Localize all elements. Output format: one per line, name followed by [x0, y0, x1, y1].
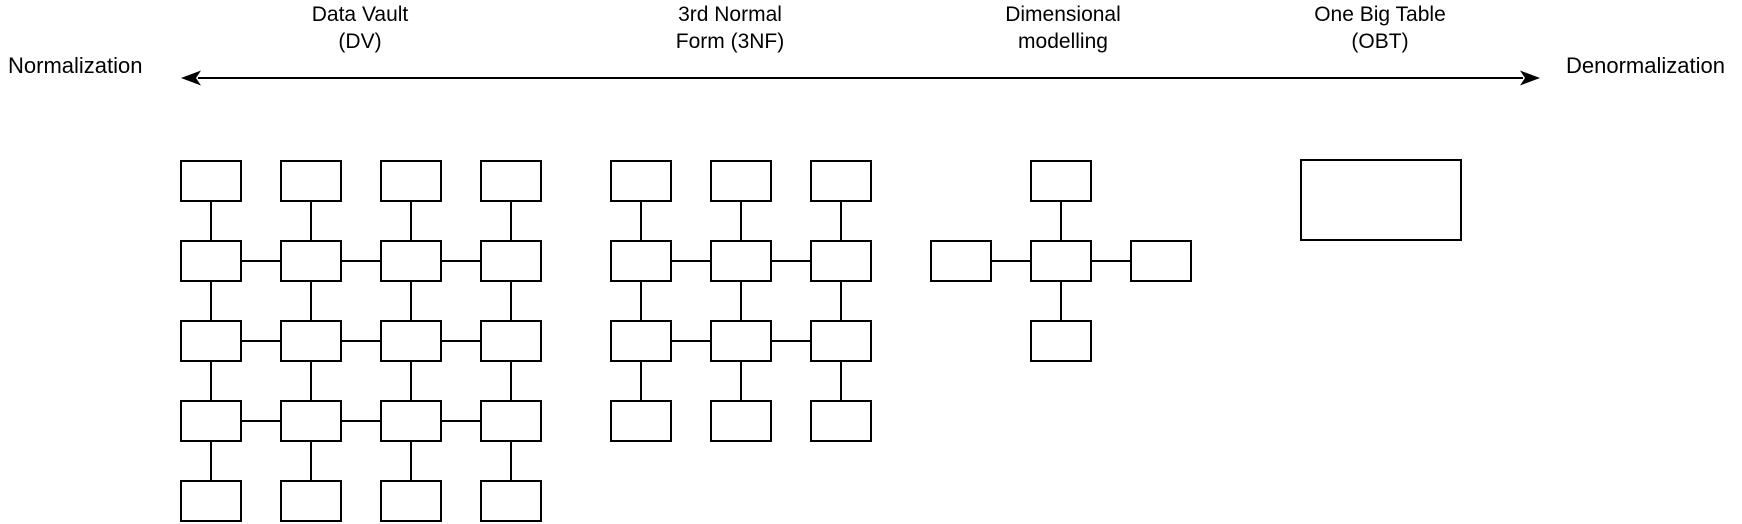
entity-box [610, 320, 672, 362]
method-label-dimensional: Dimensional modelling [1005, 1, 1121, 55]
entity-box [610, 400, 672, 442]
denormalization-label: Denormalization [1566, 53, 1725, 78]
method-label-line1: 3rd Normal [678, 3, 782, 26]
spectrum-arrow [181, 70, 1540, 86]
method-label-line1: Data Vault [311, 3, 409, 26]
entity-box [710, 320, 772, 362]
method-label-line2: Form (3NF) [675, 30, 785, 53]
entity-box [810, 400, 872, 442]
diagram-one-big-table [1300, 159, 1462, 241]
dimension-box-left [930, 240, 992, 282]
method-label-line2: modelling [1018, 30, 1108, 53]
entity-box [480, 320, 542, 362]
entity-box [480, 240, 542, 282]
fact-table-box [1030, 240, 1092, 282]
method-label-3nf: 3rd Normal Form (3NF) [676, 1, 785, 55]
entity-box [810, 240, 872, 282]
entity-box [280, 400, 342, 442]
diagram-3rd-normal [610, 160, 872, 442]
entity-box [280, 240, 342, 282]
entity-box [180, 480, 242, 522]
method-label-line1: Dimensional [1005, 3, 1121, 26]
entity-box [380, 320, 442, 362]
arrowhead-right [1520, 70, 1540, 86]
entity-box [180, 240, 242, 282]
entity-box [710, 240, 772, 282]
entity-box [180, 320, 242, 362]
entity-box [710, 160, 772, 202]
entity-box [380, 480, 442, 522]
entity-box [710, 400, 772, 442]
method-label-line2: (DV) [338, 30, 382, 53]
dimension-box-bottom [1030, 320, 1092, 362]
entity-box [810, 320, 872, 362]
dimension-box-top [1030, 160, 1092, 202]
entity-box [280, 160, 342, 202]
entity-box [280, 320, 342, 362]
normalization-label: Normalization [8, 53, 143, 78]
entity-box [180, 160, 242, 202]
entity-box [810, 160, 872, 202]
entity-box [610, 240, 672, 282]
method-label-obt: One Big Table (OBT) [1314, 1, 1446, 55]
entity-box [480, 160, 542, 202]
entity-box [380, 240, 442, 282]
method-label-line2: (OBT) [1351, 30, 1409, 53]
arrowhead-left [181, 70, 201, 86]
entity-box [380, 400, 442, 442]
diagram-dimensional [930, 160, 1192, 362]
entity-box [180, 400, 242, 442]
entity-box [380, 160, 442, 202]
method-label-line1: One Big Table [1314, 3, 1446, 26]
entity-box [480, 400, 542, 442]
entity-box [610, 160, 672, 202]
dimension-box-right [1130, 240, 1192, 282]
one-big-table-box [1300, 159, 1462, 241]
entity-box [280, 480, 342, 522]
diagram-data-vault [180, 160, 542, 522]
entity-box [480, 480, 542, 522]
method-label-data-vault: Data Vault (DV) [312, 1, 409, 55]
